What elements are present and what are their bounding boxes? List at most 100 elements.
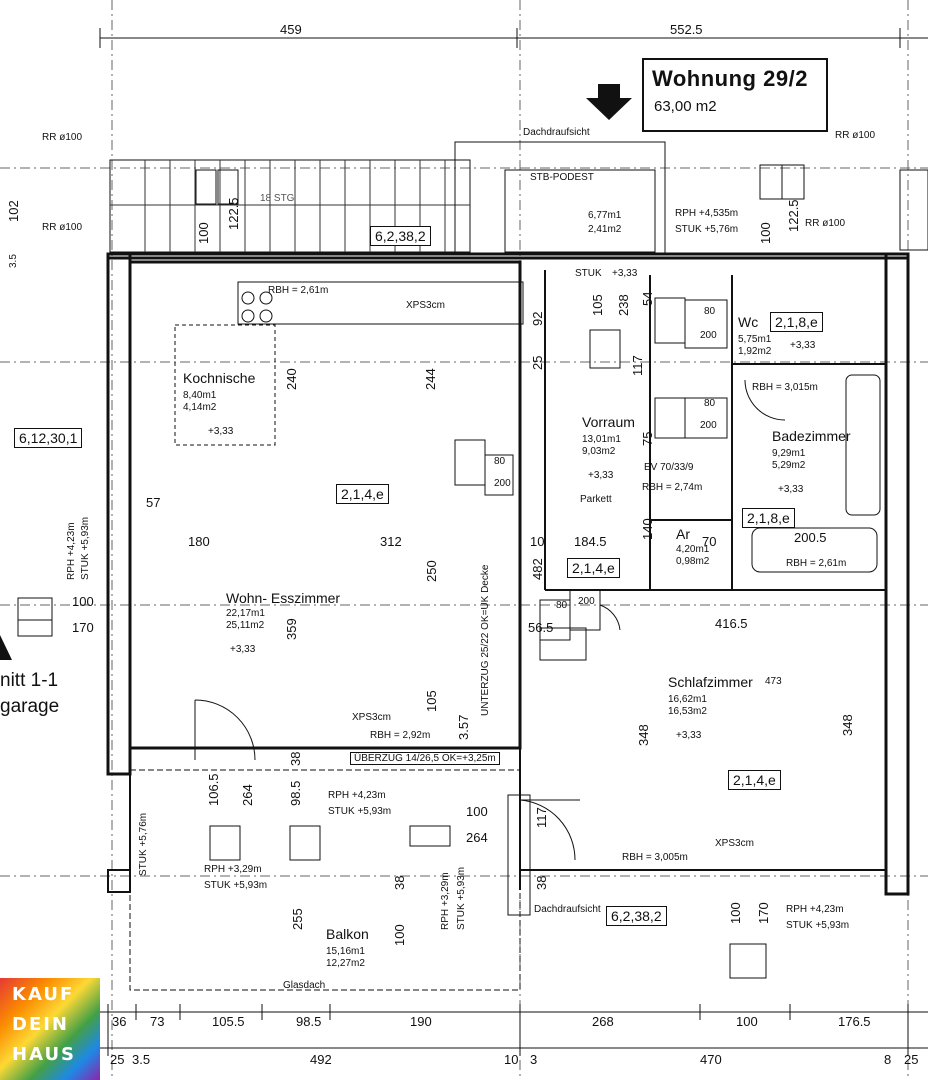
dimension: 170 — [756, 902, 771, 924]
rph-label: RPH +4,23m — [328, 790, 386, 801]
room-height: +3,33 — [676, 730, 702, 741]
dimension: 170 — [72, 620, 94, 635]
room-perimeter: 8,40m1 — [183, 390, 217, 401]
room-perimeter: 15,16m1 — [326, 946, 365, 957]
stair-count: 18 STG — [260, 193, 295, 204]
dimension: 100 — [728, 902, 743, 924]
code-badge: 2,1,8,e — [770, 312, 823, 332]
room-perimeter: 4,20m1 — [676, 544, 710, 555]
room-name-wohn: Wohn- Esszimmer — [226, 590, 341, 606]
dimension: 54 — [640, 291, 655, 306]
room-name-wc: Wc — [738, 314, 759, 330]
beam-label: ÜBERZUG 14/26,5 OK=+3,25m — [350, 752, 500, 765]
stuk-label: STUK +5,76m — [138, 812, 149, 876]
rph-label: RPH +3,29m — [440, 872, 451, 930]
roof-view-label: Dachdraufsicht — [523, 127, 590, 138]
room-area: 16,53m2 — [668, 706, 707, 717]
dimension: 70 — [702, 534, 717, 549]
stuk-label: STUK +5,93m — [80, 516, 91, 580]
dimension: 140 — [640, 518, 655, 540]
dim-bottom: 100 — [736, 1014, 758, 1029]
rr-label: RR ø100 — [42, 132, 83, 143]
dim-bottom: 3 — [530, 1052, 538, 1067]
room-area: 9,03m2 — [582, 446, 616, 457]
code-badge: 2,1,4,e — [728, 770, 781, 790]
dim-bottom: 8 — [884, 1052, 892, 1067]
dimension: 3.5 — [8, 254, 19, 268]
room-area: 1,92m2 — [738, 346, 772, 357]
dimension: 105 — [590, 294, 605, 316]
dimension: 38 — [288, 751, 303, 766]
xps-label: XPS3cm — [715, 838, 754, 849]
dimension: 359 — [284, 618, 299, 640]
kitchen-counter — [237, 281, 524, 325]
dimension: 102 — [6, 200, 21, 222]
dimension: 100 — [196, 222, 211, 244]
room-height: +3,33 — [208, 426, 234, 437]
room-area: 25,11m2 — [226, 620, 265, 631]
door-label: EV 70/33/9 — [644, 462, 694, 473]
code-badge: 2,1,4,e — [336, 484, 389, 504]
room-height: +3,33 — [588, 470, 614, 481]
code-badge: 2,1,8,e — [742, 508, 795, 528]
dimension: 100 — [392, 924, 407, 946]
dimension: 264 — [466, 830, 488, 845]
dimension: 105 — [424, 690, 439, 712]
dim-bottom: 98.5 — [296, 1014, 322, 1029]
room-name-bad: Badezimmer — [772, 428, 851, 444]
rr-label: RR ø100 — [835, 130, 876, 141]
xps-label: XPS3cm — [406, 300, 445, 311]
code-badge: 2,1,4,e — [567, 558, 620, 578]
rbh-label: RBH = 2,61m — [268, 285, 329, 296]
rr-label: RR ø100 — [805, 218, 846, 229]
dimension: 200 — [700, 330, 717, 341]
room-area: 5,29m2 — [772, 460, 806, 471]
dim-bottom: 73 — [150, 1014, 165, 1029]
room-name-balkon: Balkon — [326, 926, 369, 942]
beam-label: UNTERZUG 25/22 OK=UK Decke — [480, 564, 491, 716]
kaufdeinhaus-logo: KAUF DEIN HAUS — [0, 978, 100, 1080]
room-area: 4,14m2 — [183, 402, 217, 413]
dim-top-right: 552.5 — [670, 22, 703, 37]
xps-label: XPS3cm — [352, 712, 391, 723]
garage-label: garage — [0, 696, 60, 717]
dimension: 200 — [578, 596, 595, 607]
dimension: 122.5 — [226, 197, 241, 230]
code-badge: 6,2,38,2 — [370, 226, 431, 246]
roof-view-label: Dachdraufsicht — [534, 904, 601, 915]
rbh-label: RBH = 2,92m — [370, 730, 431, 741]
logo-text-3: HAUS — [12, 1044, 77, 1065]
room-area: 12,27m2 — [326, 958, 365, 969]
room-perimeter: 9,29m1 — [772, 448, 806, 459]
dim-bottom: 36 — [112, 1014, 127, 1029]
dimension: 100 — [72, 594, 94, 609]
dimension: 312 — [380, 534, 402, 549]
rph-label: RPH +3,29m — [204, 864, 262, 875]
dimension: 98.5 — [288, 780, 303, 806]
room-perimeter: 16,62m1 — [668, 694, 707, 705]
stuk-label: STUK +5,76m — [675, 224, 739, 235]
dimension: 244 — [423, 368, 438, 390]
apartment-area: 63,00 m2 — [654, 98, 717, 115]
apartment-outline — [128, 260, 522, 750]
rbh-label: RBH = 3,015m — [752, 382, 818, 393]
dimension: 184.5 — [574, 534, 607, 549]
north-arrow-icon — [586, 84, 632, 120]
logo-text-2: DEIN — [12, 1014, 69, 1035]
dimension: 200 — [700, 420, 717, 431]
dim-bottom: 25 — [904, 1052, 919, 1067]
dimension: 264 — [240, 784, 255, 806]
dimension: 180 — [188, 534, 210, 549]
room-perimeter: 13,01m1 — [582, 434, 621, 445]
stair-landing-label: STB-PODEST — [530, 172, 594, 183]
room-name-schlaf: Schlafzimmer — [668, 674, 753, 690]
dimension: 240 — [284, 368, 299, 390]
room-height: +3,33 — [790, 340, 816, 351]
rph-label: RPH +4,535m — [675, 208, 739, 219]
dimension: 482 — [530, 558, 545, 580]
dimension: 250 — [424, 560, 439, 582]
dim-bottom: 492 — [310, 1052, 332, 1067]
dimension: 25 — [530, 355, 545, 370]
dimension: 80 — [494, 456, 506, 467]
dimension: 3.57 — [456, 714, 471, 740]
